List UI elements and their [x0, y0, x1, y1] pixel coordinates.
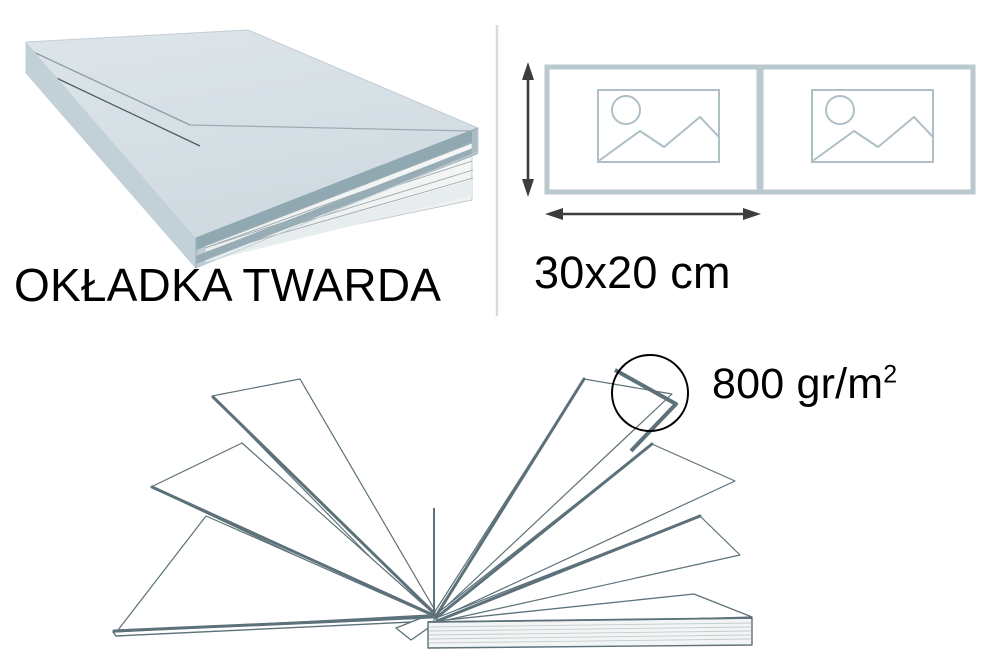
fan-fold-accents: [112, 377, 702, 633]
cover-fold-diagonal: [189, 124, 471, 132]
image-placeholder-icon-right: [811, 89, 934, 163]
image-placeholder-icon-left: [597, 89, 720, 163]
cover-hinge-line-inner: [30, 65, 201, 147]
open-book-spread-illustration: [522, 62, 976, 220]
cover-hinge-line-outer: [26, 48, 191, 126]
spread-left-page: [544, 64, 762, 195]
hardcover-caption: OKŁADKA TWARDA: [14, 259, 442, 311]
base-page-block-lines: [428, 622, 752, 644]
height-arrow: [522, 62, 534, 197]
page-thickness-magnifier-circle: [611, 354, 689, 432]
cover-bottom-lip: [196, 146, 478, 264]
magnified-corner-accent: [614, 368, 678, 453]
hardcover-corner-illustration: [25, 29, 479, 269]
base-block-top-edge: [427, 617, 753, 623]
paper-weight-value: 800 gr/m: [712, 360, 884, 408]
cover-top-face: [26, 30, 478, 238]
cover-silhouette: [25, 29, 479, 269]
spread-right-page: [758, 64, 976, 195]
cover-inner-lower-band: [205, 180, 472, 262]
paper-weight-caption: 800 gr/m2: [712, 360, 898, 408]
cover-left-side-face: [26, 42, 196, 268]
width-arrow: [545, 208, 761, 220]
cover-top-front-edge: [195, 127, 479, 239]
fan-spine-wedge: [395, 612, 435, 641]
spread-size-caption: 30x20 cm: [534, 247, 731, 298]
fanned-pages-illustration: [112, 354, 753, 649]
paper-weight-exponent: 2: [883, 360, 898, 389]
cover-right-end-cap: [472, 128, 478, 155]
cover-front-edge-band: [196, 128, 478, 250]
